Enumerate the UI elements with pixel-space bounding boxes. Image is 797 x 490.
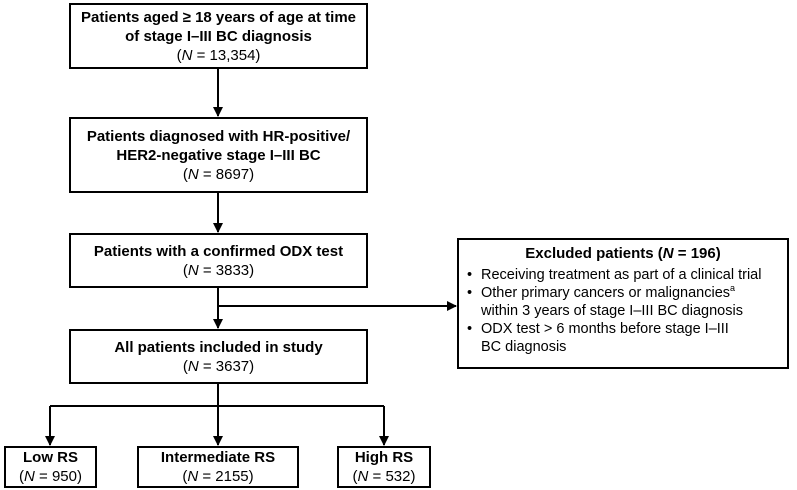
footnote-mark: a: [730, 283, 736, 294]
excluded-item-other-cancers: Other primary cancers or malignanciesawi…: [467, 284, 779, 320]
box-intermediate-title: Intermediate RS: [160, 449, 276, 466]
box-low-rs: Low RS (N = 950): [4, 446, 97, 488]
box-low-count: (N = 950): [19, 468, 82, 485]
box-aged-count: (N = 13,354): [176, 46, 261, 64]
box-aged-title-1: Patients aged ≥ 18 years of age at time: [80, 8, 356, 26]
box-hr-count: (N = 8697): [182, 165, 255, 183]
box-high-title: High RS: [354, 449, 414, 466]
excluded-item-trial: Receiving treatment as part of a clinica…: [467, 266, 779, 284]
box-all: All patients included in study (N = 3637…: [69, 329, 368, 384]
excluded-heading: Excluded patients (N = 196): [525, 245, 721, 262]
box-aged-title-2: of stage I–III BC diagnosis: [125, 27, 312, 45]
box-intermediate-count: (N = 2155): [182, 468, 254, 485]
box-hr-title-1: Patients diagnosed with HR-positive/: [86, 127, 351, 145]
excluded-list: Receiving treatment as part of a clinica…: [467, 266, 779, 356]
box-high-count: (N = 532): [352, 468, 416, 485]
box-high-rs: High RS (N = 532): [337, 446, 431, 488]
box-excluded: Excluded patients (N = 196) Receiving tr…: [457, 238, 789, 369]
box-hr-title-2: HER2-negative stage I–III BC: [116, 146, 321, 164]
box-all-count: (N = 3637): [182, 357, 255, 375]
box-low-title: Low RS: [23, 449, 78, 466]
box-intermediate-rs: Intermediate RS (N = 2155): [137, 446, 299, 488]
box-odx-title: Patients with a confirmed ODX test: [93, 242, 344, 260]
box-odx: Patients with a confirmed ODX test (N = …: [69, 233, 368, 288]
box-all-title: All patients included in study: [114, 338, 323, 356]
excluded-item-odx-timing: ODX test > 6 months before stage I–IIIBC…: [467, 320, 779, 356]
box-aged: Patients aged ≥ 18 years of age at time …: [69, 3, 368, 69]
box-odx-count: (N = 3833): [182, 261, 255, 279]
box-hr: Patients diagnosed with HR-positive/ HER…: [69, 117, 368, 193]
